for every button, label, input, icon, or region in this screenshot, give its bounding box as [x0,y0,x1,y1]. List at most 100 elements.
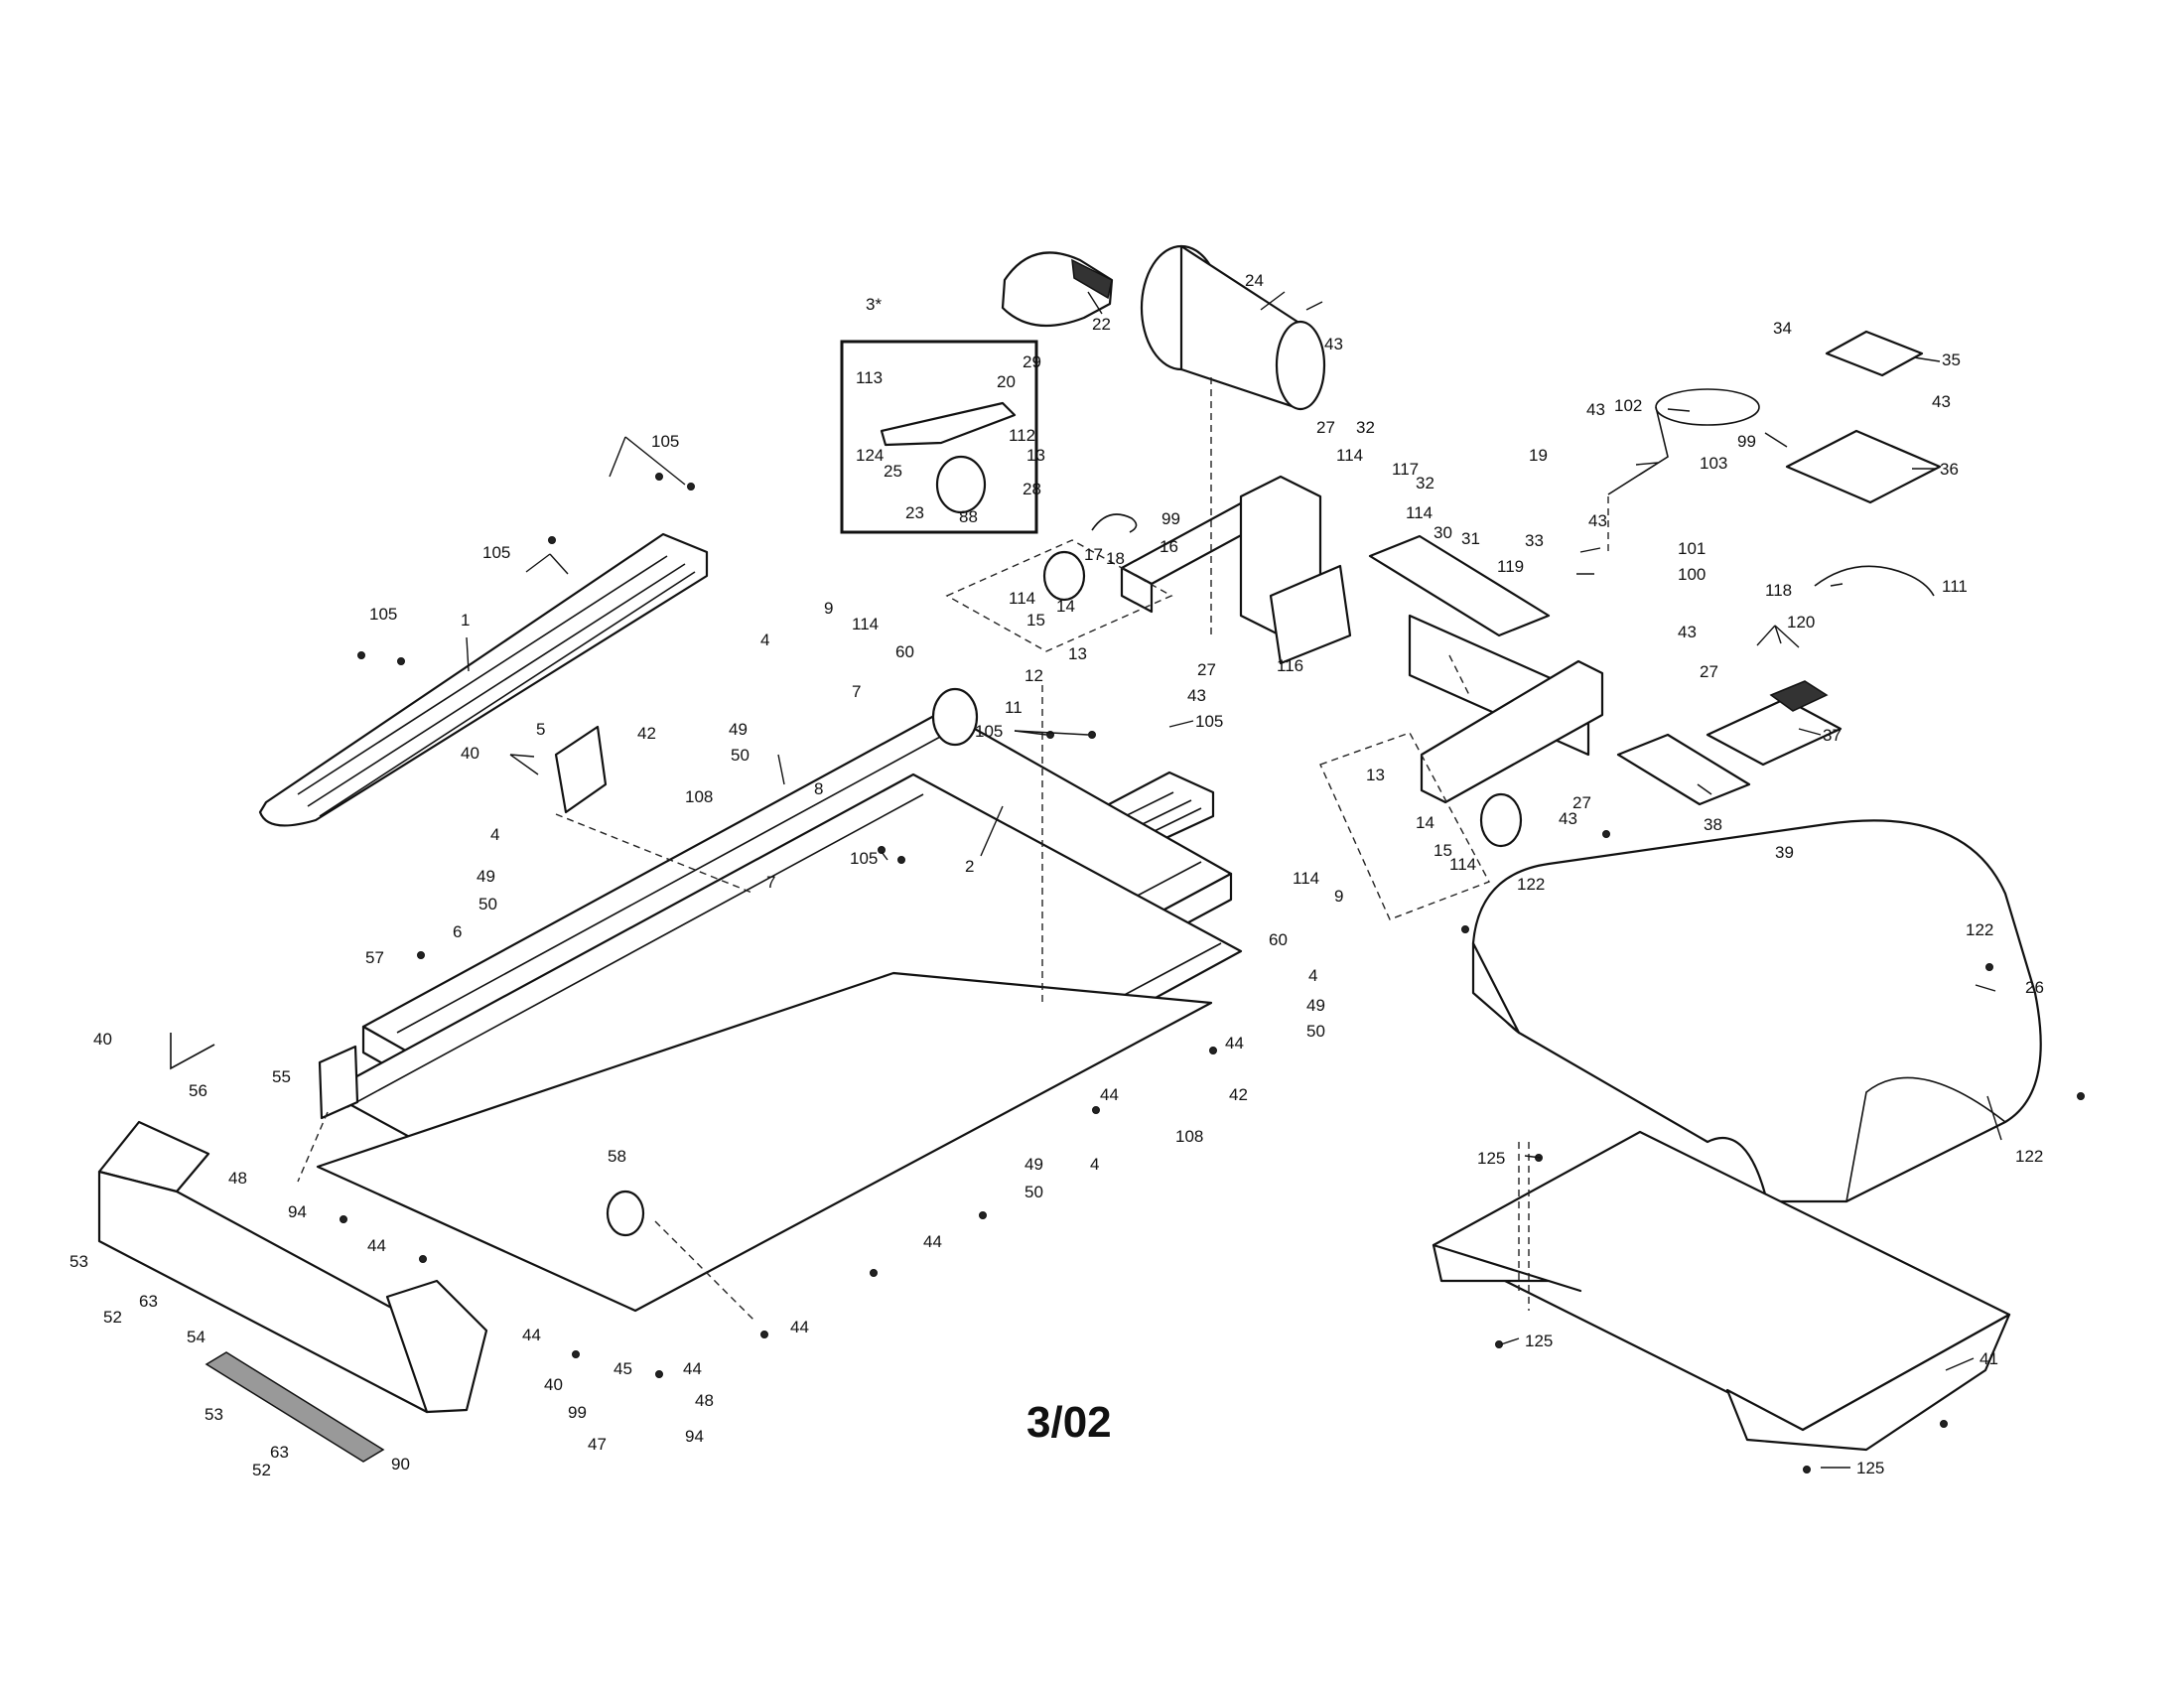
callout-114: 114 [1009,589,1035,608]
callout-26: 26 [2025,978,2044,997]
callout-29: 29 [1023,352,1041,371]
rear-roller-bracket [318,1045,359,1120]
callout-38: 38 [1704,815,1722,834]
callout-105: 105 [369,605,397,624]
callout-44: 44 [923,1232,942,1251]
allen-wrench [170,1033,215,1070]
callout-5: 5 [536,720,545,739]
callout-114: 114 [1336,446,1363,465]
callout-44: 44 [1100,1085,1119,1104]
callout-49: 49 [1024,1155,1043,1174]
callout-49: 49 [1306,996,1325,1015]
callout-40: 40 [93,1030,112,1049]
screw [760,1331,768,1338]
callout-58: 58 [608,1147,626,1166]
callout-112: 112 [1009,426,1035,445]
rear-reflector-strip [205,1351,385,1463]
lift-frame [1420,659,1604,848]
screw [878,846,886,854]
callout-6: 6 [453,922,462,941]
callout-4: 4 [1308,966,1317,985]
callout-116: 116 [1277,656,1303,675]
callout-100: 100 [1678,565,1706,584]
callout-27: 27 [1316,418,1335,437]
callout-57: 57 [365,948,384,967]
callout-49: 49 [729,720,748,739]
callout-43: 43 [1678,623,1697,641]
power-cord [1607,388,1760,495]
left-bracket-plate [554,725,608,814]
callout-11: 11 [1005,698,1023,717]
callout-63: 63 [139,1292,158,1311]
callout-105: 105 [850,849,878,868]
callout-12: 12 [1024,666,1043,685]
screw [2077,1092,2085,1100]
callout-33: 33 [1525,531,1544,550]
callout-124: 124 [856,446,884,465]
callout-113: 113 [856,368,883,387]
callout-42: 42 [637,724,656,743]
screw [548,536,556,544]
screw [655,473,663,481]
callout-105: 105 [1195,712,1223,731]
callout-119: 119 [1497,557,1524,576]
screw [1803,1466,1811,1474]
callout-94: 94 [288,1202,307,1221]
callout-27: 27 [1197,660,1216,679]
callout-41: 41 [1979,1349,1998,1368]
screw [1602,830,1610,838]
screw [1088,731,1096,739]
callout-49: 49 [477,867,495,886]
callout-105: 105 [651,432,679,451]
callout-leader-lines [466,291,2002,1469]
screw [417,951,425,959]
callout-40: 40 [544,1375,563,1394]
callout-23: 23 [905,503,924,522]
callout-105: 105 [482,543,510,562]
revision-date: 3/02 [1026,1398,1112,1447]
screw [687,483,695,491]
callout-52: 52 [252,1461,271,1479]
base-pan [316,971,1213,1313]
screw [1461,925,1469,933]
drive-belt [1001,251,1114,328]
motor [1140,244,1326,411]
parts-drawing [97,244,2042,1463]
callout-13: 13 [1026,446,1045,465]
controller-bracket [1785,429,1942,504]
callout-44: 44 [790,1318,809,1336]
callout-122: 122 [1517,875,1545,894]
ground-wire [1814,565,1935,597]
callout-103: 103 [1700,454,1727,473]
idler-assembly-inset-box [840,340,1038,534]
callout-43: 43 [1187,686,1206,705]
roller-left [1042,550,1086,602]
callout-54: 54 [187,1328,205,1346]
callout-63: 63 [270,1443,289,1462]
callout-43: 43 [1588,511,1607,530]
callout-114: 114 [852,615,879,633]
callout-37: 37 [1823,726,1842,745]
callout-125: 125 [1856,1459,1884,1477]
callout-44: 44 [1225,1034,1244,1052]
screw [340,1215,347,1223]
callout-44: 44 [522,1326,541,1344]
lift-plate [1616,733,1751,806]
callout-30: 30 [1433,523,1452,542]
rear-endcap [97,1120,488,1414]
screw [897,856,905,864]
callout-50: 50 [731,746,750,765]
controller-board [1825,330,1924,377]
assembly-dashed-lines [297,377,1609,1322]
screw [357,651,365,659]
callout-16: 16 [1160,537,1178,556]
callout-4: 4 [760,631,769,649]
callout-20: 20 [997,372,1016,391]
callout-13: 13 [1068,644,1087,663]
callout-15: 15 [1433,841,1452,860]
screw [397,657,405,665]
callout-14: 14 [1416,813,1434,832]
callout-4: 4 [490,825,499,844]
callout-7: 7 [766,873,775,892]
